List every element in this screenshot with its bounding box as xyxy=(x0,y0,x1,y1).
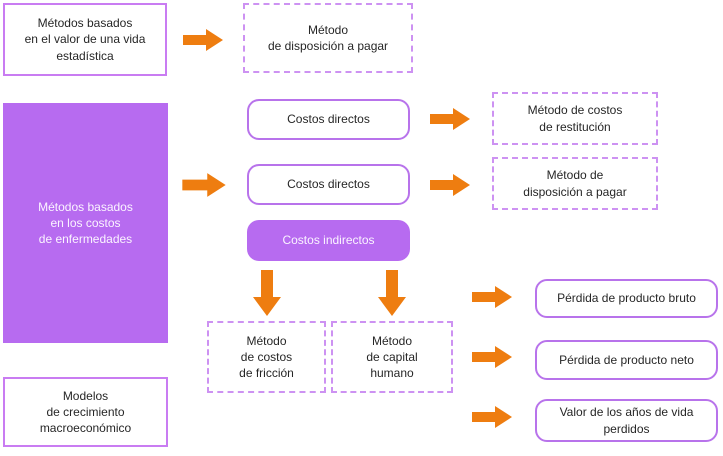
arrow-right-vsl-to-wtp-icon xyxy=(183,28,223,52)
node-metodos-costos-enfermedades: Métodos basados en los costos de enferme… xyxy=(3,103,168,343)
arrow-right-to-anos-vida-icon xyxy=(472,405,512,429)
node-metodo-capital-humano: Método de capital humano xyxy=(331,321,453,393)
arrow-right-coi-to-direct-costs-icon xyxy=(178,172,230,198)
node-costos-indirectos: Costos indirectos xyxy=(247,220,410,261)
arrow-right-direct2-to-wtp-icon xyxy=(430,173,470,197)
arrow-right-to-producto-neto-icon xyxy=(472,345,512,369)
node-modelos-crecimiento-macroeconomico: Modelos de crecimiento macroeconómico xyxy=(3,377,168,447)
arrow-down-indirect-to-friccion-icon xyxy=(252,270,282,316)
node-perdida-producto-bruto: Pérdida de producto bruto xyxy=(535,279,718,318)
arrow-down-indirect-to-capital-humano-icon xyxy=(377,270,407,316)
node-metodo-costos-friccion: Método de costos de fricción xyxy=(207,321,326,393)
node-perdida-producto-neto: Pérdida de producto neto xyxy=(535,340,718,380)
node-metodo-disposicion-pagar-right: Método de disposición a pagar xyxy=(492,157,658,210)
node-metodos-valor-vida-estadistica: Métodos basados en el valor de una vida … xyxy=(3,3,167,76)
arrow-right-direct1-to-restitucion-icon xyxy=(430,107,470,131)
node-metodo-costos-restitucion: Método de costos de restitución xyxy=(492,92,658,145)
node-metodo-disposicion-pagar-top: Método de disposición a pagar xyxy=(243,3,413,73)
node-costos-directos-2: Costos directos xyxy=(247,164,410,205)
node-valor-anos-vida-perdidos: Valor de los años de vida perdidos xyxy=(535,399,718,442)
arrow-right-to-producto-bruto-icon xyxy=(472,285,512,309)
node-costos-directos-1: Costos directos xyxy=(247,99,410,140)
